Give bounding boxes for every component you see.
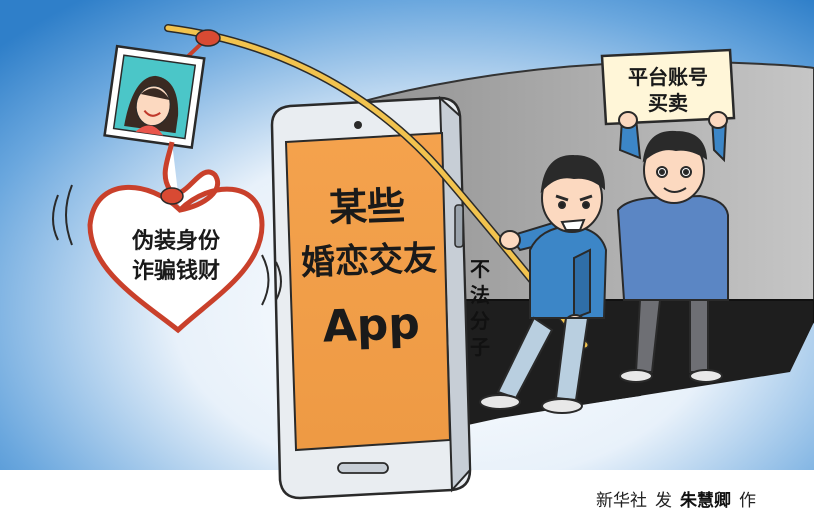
credit-author: 朱慧卿 [680,491,731,510]
sign: 平台账号 买卖 [600,48,736,126]
phone-screen [284,131,452,452]
photo-bait [103,44,206,149]
credit-action: 发 [655,491,672,510]
man-holding-rod [479,154,608,414]
phone-text: 某些 婚恋交友 App [300,184,437,353]
criminals-char: 不 [470,257,490,281]
home-button [337,462,389,474]
phone-text-line3: App [322,298,421,352]
sign-text-line1: 平台账号 [628,65,708,89]
sign-text-line2: 买卖 [648,91,688,115]
phone-text-line1: 某些 [328,184,406,231]
heart-rope [87,141,265,334]
heart-text-line1: 伪装身份 [131,228,221,254]
image-credit: 新华社发朱慧卿作 [596,486,814,510]
phone-text-line2: 婚恋交友 [300,239,437,284]
criminals-char: 分 [470,309,490,333]
criminals-label: 不 法 分 子 [470,257,490,359]
motion-lines [52,184,282,306]
criminals-char: 法 [470,283,490,307]
phone [270,95,472,500]
credit-suffix: 作 [739,491,756,510]
man-holding-sign [616,111,729,383]
heart-text-line2: 诈骗钱财 [132,258,220,284]
criminals-char: 子 [470,335,490,359]
credit-agency: 新华社 [596,491,647,510]
